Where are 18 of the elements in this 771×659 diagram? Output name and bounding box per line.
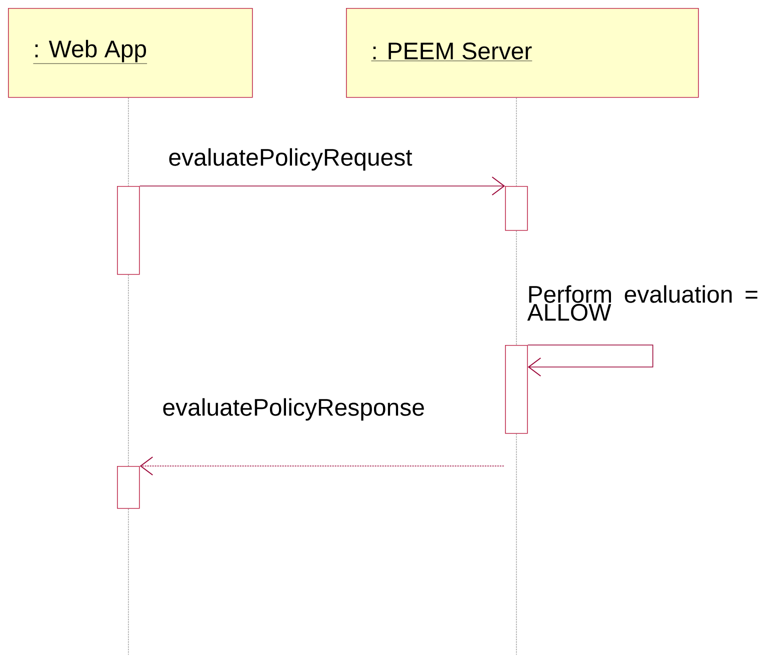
object-box: : PEEM Server <box>346 8 699 98</box>
activation-bar <box>505 345 528 434</box>
activation-bar <box>117 186 140 275</box>
message-arrow <box>139 176 505 196</box>
activation-bar <box>505 186 528 231</box>
lifeline <box>128 98 129 186</box>
message-arrow <box>527 344 654 376</box>
activation-bar <box>117 466 140 509</box>
lifeline <box>128 508 129 656</box>
message-label: Perform evaluation = ALLOW <box>527 285 758 321</box>
lifeline <box>516 98 517 186</box>
message-label: evaluatePolicyResponse <box>163 398 424 421</box>
lifeline <box>516 434 517 656</box>
message-arrow <box>140 456 504 476</box>
message-label: evaluatePolicyRequest <box>169 148 412 171</box>
lifeline <box>128 274 129 466</box>
lifeline <box>516 230 517 346</box>
object-box: : Web App <box>8 8 253 98</box>
